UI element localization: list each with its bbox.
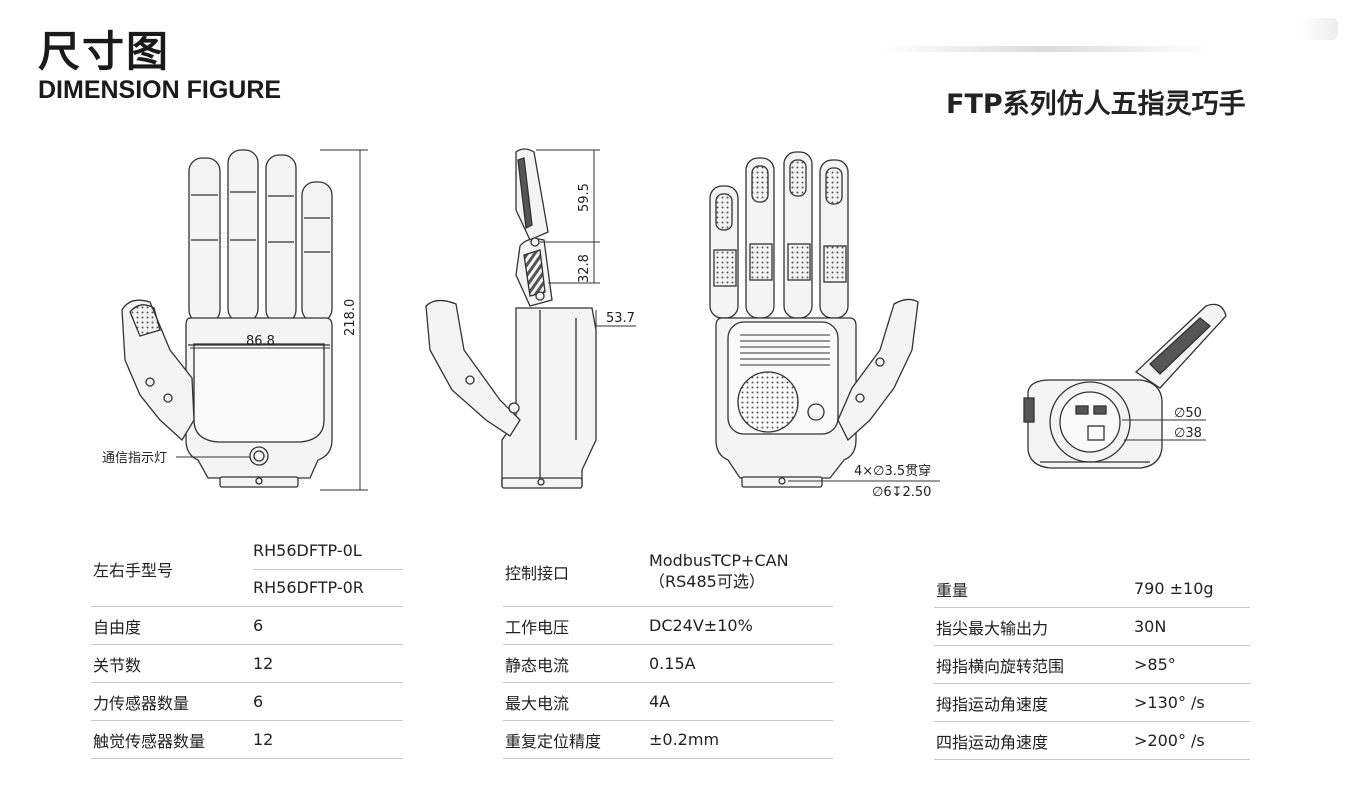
interface-value-1: ModbusTCP+CAN bbox=[649, 551, 789, 570]
front-dims bbox=[176, 149, 368, 491]
spec-key: 关节数 bbox=[91, 644, 253, 683]
spec-value: 0.15A bbox=[649, 644, 833, 683]
side-finger-upper-label: 59.5 bbox=[577, 183, 592, 212]
decorative-bar bbox=[880, 46, 1210, 52]
bottom-view-hand bbox=[1023, 303, 1227, 469]
spec-value: 6 bbox=[253, 606, 403, 645]
spec-value: 6 bbox=[253, 682, 403, 721]
front-height-label: 218.0 bbox=[343, 299, 358, 336]
spec-value: 790 ±10g bbox=[1134, 570, 1250, 608]
table-row: 拇指运动角速度 >130° /s bbox=[934, 683, 1250, 722]
spec-key: 静态电流 bbox=[503, 644, 649, 683]
side-view-hand bbox=[425, 148, 597, 489]
spec-value: >85° bbox=[1134, 645, 1250, 684]
bottom-dims bbox=[1122, 419, 1206, 441]
spec-key: 控制接口 bbox=[503, 538, 649, 607]
table-row: 拇指横向旋转范围 >85° bbox=[934, 645, 1250, 684]
table-row: 自由度 6 bbox=[91, 606, 403, 645]
spec-value: 30N bbox=[1134, 607, 1250, 646]
table-row: 指尖最大输出力 30N bbox=[934, 607, 1250, 646]
table-row: 工作电压 DC24V±10% bbox=[503, 606, 833, 645]
series-title: FTP系列仿人五指灵巧手 bbox=[946, 89, 1246, 120]
decorative-corner bbox=[1300, 18, 1338, 40]
table-row: 左右手型号 RH56DFTP-0L RH56DFTP-0R bbox=[91, 532, 403, 607]
page-title-cn: 尺寸图 bbox=[38, 27, 171, 76]
side-dims bbox=[536, 149, 636, 330]
spec-key: 工作电压 bbox=[503, 606, 649, 645]
indicator-label: 通信指示灯 bbox=[102, 451, 167, 466]
spec-table-performance: 重量 790 ±10g 指尖最大输出力 30N 拇指横向旋转范围 >85° 拇指… bbox=[934, 570, 1250, 760]
spec-table-hand: 左右手型号 RH56DFTP-0L RH56DFTP-0R 自由度 6 关节数 … bbox=[91, 532, 403, 759]
spec-key: 指尖最大输出力 bbox=[934, 607, 1134, 646]
spec-value: >130° /s bbox=[1134, 683, 1250, 722]
spec-key: 四指运动角速度 bbox=[934, 721, 1134, 760]
model-right-value: RH56DFTP-0R bbox=[253, 577, 364, 597]
interface-value-2: （RS485可选） bbox=[649, 572, 765, 591]
spec-value: ModbusTCP+CAN （RS485可选） bbox=[649, 538, 833, 607]
spec-key: 力传感器数量 bbox=[91, 682, 253, 721]
side-finger-lower-label: 32.8 bbox=[577, 254, 592, 283]
spec-key: 自由度 bbox=[91, 606, 253, 645]
spec-value: RH56DFTP-0L RH56DFTP-0R bbox=[253, 532, 403, 607]
spec-value: 4A bbox=[649, 682, 833, 721]
spec-key: 重复定位精度 bbox=[503, 720, 649, 759]
spec-value: ±0.2mm bbox=[649, 720, 833, 759]
mount-hole-2-label: ∅6↧2.50 bbox=[872, 485, 931, 500]
page-title-en: DIMENSION FIGURE bbox=[38, 76, 282, 104]
spec-value: 12 bbox=[253, 644, 403, 683]
spec-value: >200° /s bbox=[1134, 721, 1250, 760]
dimension-drawings: 86.8 218.0 通信指示灯 59.5 32.8 53.7 bbox=[102, 148, 1227, 500]
spec-value: DC24V±10% bbox=[649, 606, 833, 645]
spec-key: 拇指横向旋转范围 bbox=[934, 645, 1134, 684]
front-view-hand bbox=[121, 149, 333, 488]
front-width-label: 86.8 bbox=[246, 334, 275, 349]
table-row: 触觉传感器数量 12 bbox=[91, 720, 403, 759]
spec-table-electrical: 控制接口 ModbusTCP+CAN （RS485可选） 工作电压 DC24V±… bbox=[503, 538, 833, 759]
mount-hole-1-label: 4×∅3.5贯穿 bbox=[854, 463, 931, 479]
spec-key: 重量 bbox=[934, 570, 1134, 608]
table-row: 控制接口 ModbusTCP+CAN （RS485可选） bbox=[503, 538, 833, 607]
side-depth-label: 53.7 bbox=[606, 311, 635, 326]
flange-outer-label: ∅50 bbox=[1174, 406, 1202, 421]
table-row: 力传感器数量 6 bbox=[91, 682, 403, 721]
table-row: 重量 790 ±10g bbox=[934, 570, 1250, 608]
spec-value: 12 bbox=[253, 720, 403, 759]
model-left-value: RH56DFTP-0L bbox=[253, 533, 403, 570]
table-row: 静态电流 0.15A bbox=[503, 644, 833, 683]
spec-key: 触觉传感器数量 bbox=[91, 720, 253, 759]
spec-key: 最大电流 bbox=[503, 682, 649, 721]
flange-inner-label: ∅38 bbox=[1174, 426, 1202, 441]
spec-key: 左右手型号 bbox=[91, 532, 253, 607]
back-view-hand bbox=[709, 151, 919, 488]
table-row: 最大电流 4A bbox=[503, 682, 833, 721]
table-row: 重复定位精度 ±0.2mm bbox=[503, 720, 833, 759]
spec-key: 拇指运动角速度 bbox=[934, 683, 1134, 722]
table-row: 关节数 12 bbox=[91, 644, 403, 683]
table-row: 四指运动角速度 >200° /s bbox=[934, 721, 1250, 760]
